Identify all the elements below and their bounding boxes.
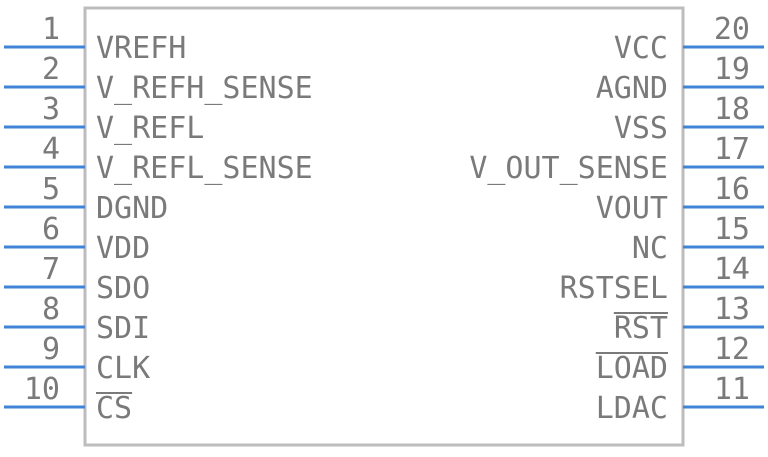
right-pin-11-number: 11 <box>714 372 750 407</box>
left-pin-9-name: CLK <box>96 351 150 386</box>
right-pin-14-number: 14 <box>714 252 750 287</box>
right-pin-20-name: VCC <box>614 31 668 66</box>
right-pin-11-name: LDAC <box>596 391 668 426</box>
ic-body <box>83 6 685 447</box>
left-pin-1-name: VREFH <box>96 31 186 66</box>
left-pin-7-name: SDO <box>96 271 150 306</box>
left-pin-4-number: 4 <box>42 132 60 167</box>
right-pin-18-number: 18 <box>714 92 750 127</box>
right-pin-19-name: AGND <box>596 71 668 106</box>
right-pin-20-number: 20 <box>714 12 750 47</box>
left-pin-3-number: 3 <box>42 92 60 127</box>
left-pin-2-number: 2 <box>42 52 60 87</box>
left-pin-1-number: 1 <box>42 12 60 47</box>
left-pin-5-number: 5 <box>42 172 60 207</box>
right-pin-12-name: LOAD <box>596 351 668 386</box>
left-pin-8-number: 8 <box>42 292 60 327</box>
left-pin-5-name: DGND <box>96 191 168 226</box>
right-pin-17-name: V_OUT_SENSE <box>469 151 668 186</box>
left-pin-3-name: V_REFL <box>96 111 204 146</box>
right-pin-18-name: VSS <box>614 111 668 146</box>
right-pin-16-number: 16 <box>714 172 750 207</box>
right-pin-13-name: RST <box>614 311 668 346</box>
right-pin-19-number: 19 <box>714 52 750 87</box>
left-pin-4-name: V_REFL_SENSE <box>96 151 313 186</box>
right-pin-17-number: 17 <box>714 132 750 167</box>
left-pin-9-number: 9 <box>42 332 60 367</box>
left-pin-7-number: 7 <box>42 252 60 287</box>
left-pin-6-number: 6 <box>42 212 60 247</box>
left-pin-10-number: 10 <box>24 372 60 407</box>
right-pin-12-number: 12 <box>714 332 750 367</box>
right-pin-16-name: VOUT <box>596 191 668 226</box>
right-pin-15-number: 15 <box>714 212 750 247</box>
left-pin-6-name: VDD <box>96 231 150 266</box>
left-pin-10-name: CS <box>96 391 132 426</box>
right-pin-14-name: RSTSEL <box>560 271 668 306</box>
right-pin-13-number: 13 <box>714 292 750 327</box>
right-pin-15-name: NC <box>632 231 668 266</box>
left-pin-2-name: V_REFH_SENSE <box>96 71 313 106</box>
left-pin-8-name: SDI <box>96 311 150 346</box>
